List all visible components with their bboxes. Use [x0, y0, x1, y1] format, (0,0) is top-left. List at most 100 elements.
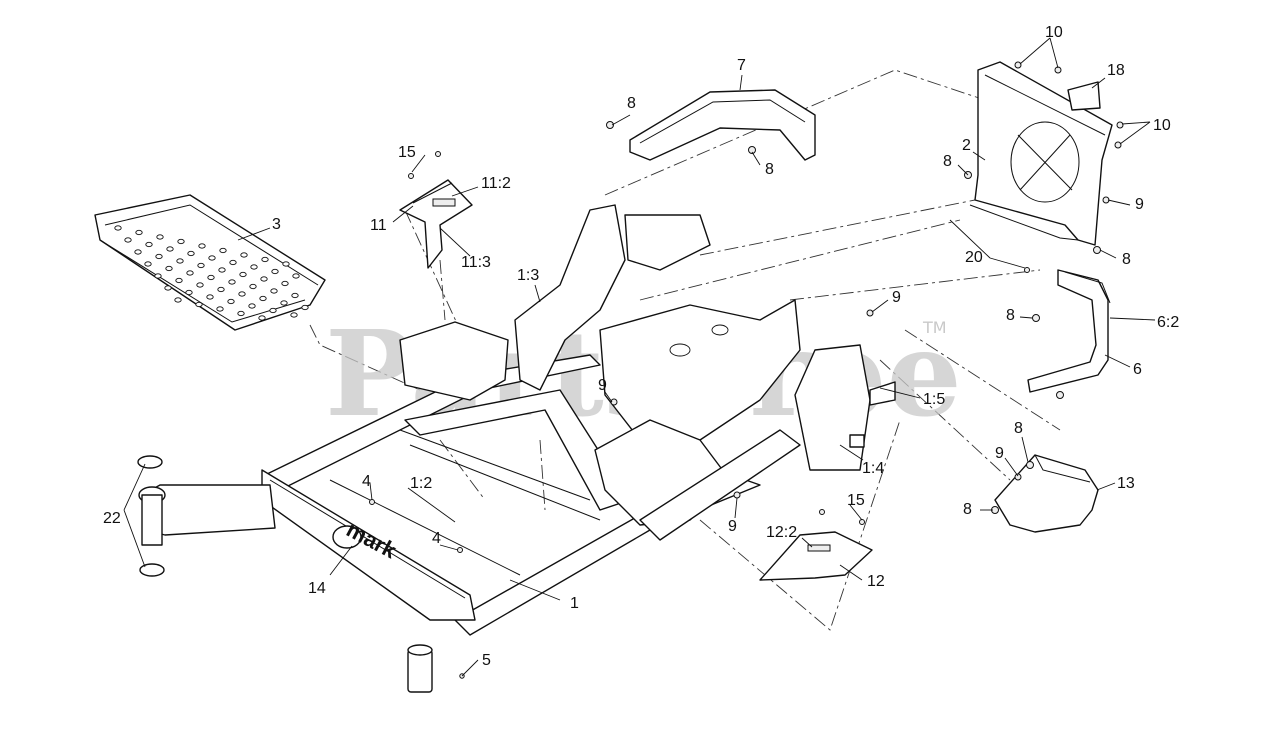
perforation-hole [114, 225, 122, 231]
part-13-side-guard [991, 454, 1099, 533]
perforation-hole [144, 261, 152, 267]
callout-labels: 1 1:2 1:3 1:4 1:5 2 3 4 4 5 6 6:2 7 8 8 … [103, 24, 1179, 669]
callout-8: 8 [963, 501, 972, 518]
perforation-hole [155, 253, 163, 260]
perforation-hole [177, 238, 185, 245]
callout-8: 8 [1122, 251, 1131, 268]
perforation-hole [216, 306, 224, 312]
perforation-hole [154, 273, 162, 279]
perforation-hole [219, 247, 227, 254]
perforation-hole [229, 259, 237, 266]
callout-2: 2 [962, 137, 971, 154]
callout-11: 11 [370, 217, 387, 234]
callout-7: 7 [737, 57, 746, 74]
perforation-hole [227, 298, 235, 305]
part-3-perforated-plate [94, 194, 326, 331]
leader-lines [123, 37, 1156, 677]
perforation-hole [124, 237, 132, 243]
perforation-hole [208, 255, 216, 261]
part-2-rear-plate [964, 61, 1124, 254]
callout-1-3: 1:3 [517, 267, 539, 284]
perforation-hole [195, 301, 203, 308]
perforation-hole [290, 312, 298, 318]
callout-4: 4 [432, 530, 441, 547]
perforation-hole [206, 294, 214, 300]
watermark-tm: TM [922, 318, 947, 337]
callout-4: 4 [362, 473, 371, 490]
callout-1-5: 1:5 [923, 391, 945, 408]
callout-1-4: 1:4 [862, 460, 884, 477]
callout-1: 1 [570, 595, 579, 612]
perforation-hole [281, 280, 289, 287]
callout-9: 9 [1135, 196, 1144, 213]
perforation-hole [198, 243, 206, 249]
part-22-front-axle [137, 455, 276, 577]
callout-8: 8 [1014, 420, 1023, 437]
perforation-hole [175, 277, 183, 284]
part-7-top-panel [606, 89, 816, 161]
hardware-bolts [369, 309, 874, 553]
perforation-hole [187, 250, 195, 257]
perforation-hole [240, 252, 248, 258]
callout-8: 8 [765, 161, 774, 178]
perforation-hole [260, 276, 268, 282]
perforation-hole [164, 285, 172, 291]
perforation-hole [238, 291, 246, 297]
perforation-hole [271, 268, 279, 275]
callout-12: 12 [867, 573, 885, 590]
perforation-hole [197, 262, 205, 269]
perforation-hole [248, 303, 256, 309]
part-5-spindle [407, 644, 465, 693]
perforation-hole [218, 267, 226, 273]
callout-6: 6 [1133, 361, 1142, 378]
callout-3: 3 [272, 216, 281, 233]
perforation-hole [239, 271, 247, 278]
part-11-bracket [399, 151, 473, 269]
perforation-hole [217, 286, 225, 293]
callout-15: 15 [847, 492, 865, 509]
perforation-hole [269, 307, 277, 314]
callout-1-2: 1:2 [410, 475, 432, 492]
perforation-hole [196, 282, 204, 288]
callout-9: 9 [728, 518, 737, 535]
perforation-hole [291, 292, 299, 299]
callout-6-2: 6:2 [1157, 314, 1179, 331]
callout-8: 8 [943, 153, 952, 170]
callout-5: 5 [482, 652, 491, 669]
perforation-hole [185, 289, 193, 296]
perforation-hole [259, 295, 267, 302]
callout-9: 9 [995, 445, 1004, 462]
callout-15: 15 [398, 144, 416, 161]
perforation-hole [207, 274, 215, 281]
perforation-hole [250, 264, 258, 270]
perforation-hole [174, 297, 182, 303]
callout-9: 9 [892, 289, 901, 306]
perforation-hole [186, 270, 194, 276]
part-1-main-frame [261, 204, 896, 636]
callout-11-3: 11:3 [461, 254, 491, 271]
callout-18: 18 [1107, 62, 1125, 79]
perforation-hole [261, 256, 269, 263]
part-12-bracket [759, 509, 873, 581]
callout-9: 9 [598, 377, 607, 394]
callout-14: 14 [308, 580, 326, 597]
perforation-hole [301, 304, 309, 311]
perforation-hole [228, 279, 236, 285]
perforation-hole [237, 310, 245, 317]
callout-8: 8 [1006, 307, 1015, 324]
perforation-hole [292, 273, 300, 279]
perforation-hole [282, 261, 290, 267]
callout-11-2: 11:2 [481, 175, 511, 192]
perforation-hole [258, 315, 266, 321]
callout-22: 22 [103, 510, 121, 527]
perforation-hole [280, 300, 288, 306]
perforation-hole [166, 246, 174, 252]
perforation-hole [176, 258, 184, 264]
assembly-dashed-lines [309, 69, 1061, 631]
perforation-hole [165, 265, 173, 272]
callout-12-2: 12:2 [766, 524, 797, 541]
perforation-hole [135, 229, 143, 236]
perforation-hole [134, 249, 142, 255]
callout-8: 8 [627, 95, 636, 112]
